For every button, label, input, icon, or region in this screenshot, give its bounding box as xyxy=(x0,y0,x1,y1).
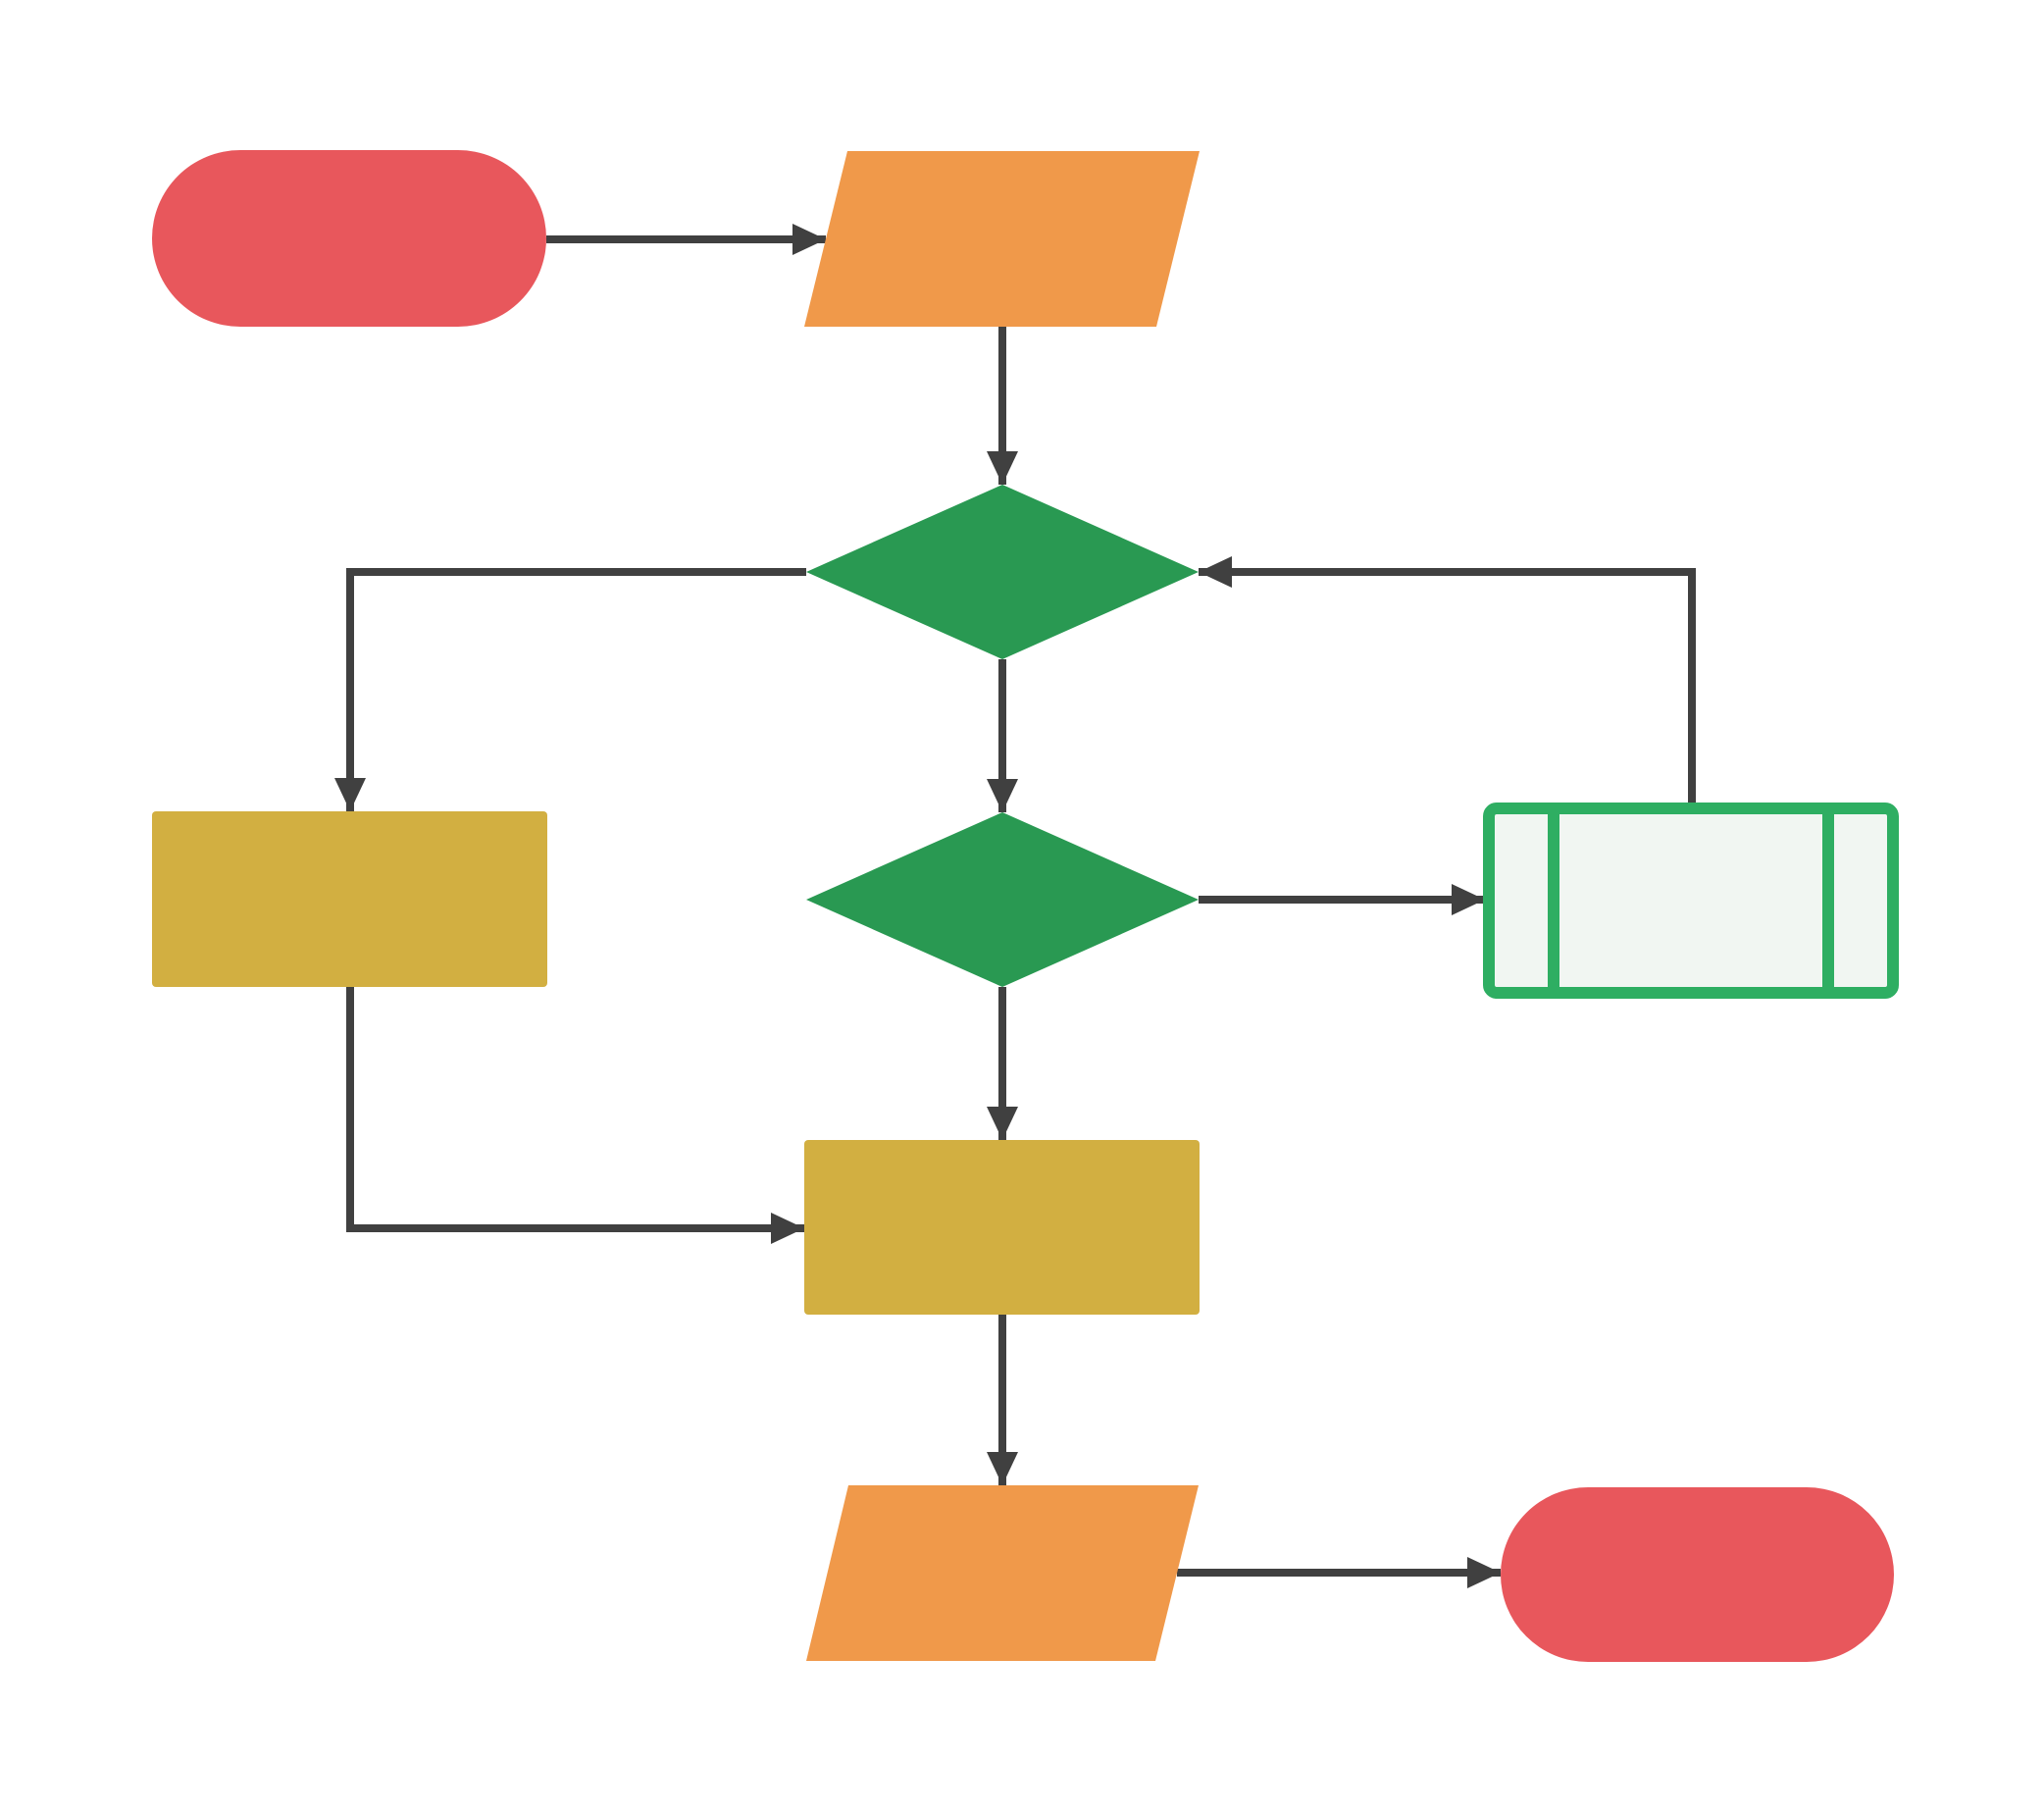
node-predefined-process xyxy=(1483,803,1899,999)
node-process-left xyxy=(152,811,547,987)
node-io-top xyxy=(804,151,1200,327)
node-terminator-start xyxy=(152,150,546,327)
node-decision-1 xyxy=(806,485,1199,659)
subroutine-body xyxy=(1483,803,1899,999)
node-decision-2 xyxy=(806,812,1199,987)
connector-layer xyxy=(334,224,1696,1588)
node-layer xyxy=(152,150,1899,1662)
node-terminator-end xyxy=(1501,1487,1894,1662)
node-io-bottom xyxy=(806,1485,1199,1661)
connector-predefined-process-to-decision-1 xyxy=(1199,556,1696,808)
connector-decision-1-to-process-left xyxy=(334,568,806,811)
node-process-middle xyxy=(804,1140,1200,1315)
connector-process-left-to-process-middle xyxy=(346,987,804,1244)
